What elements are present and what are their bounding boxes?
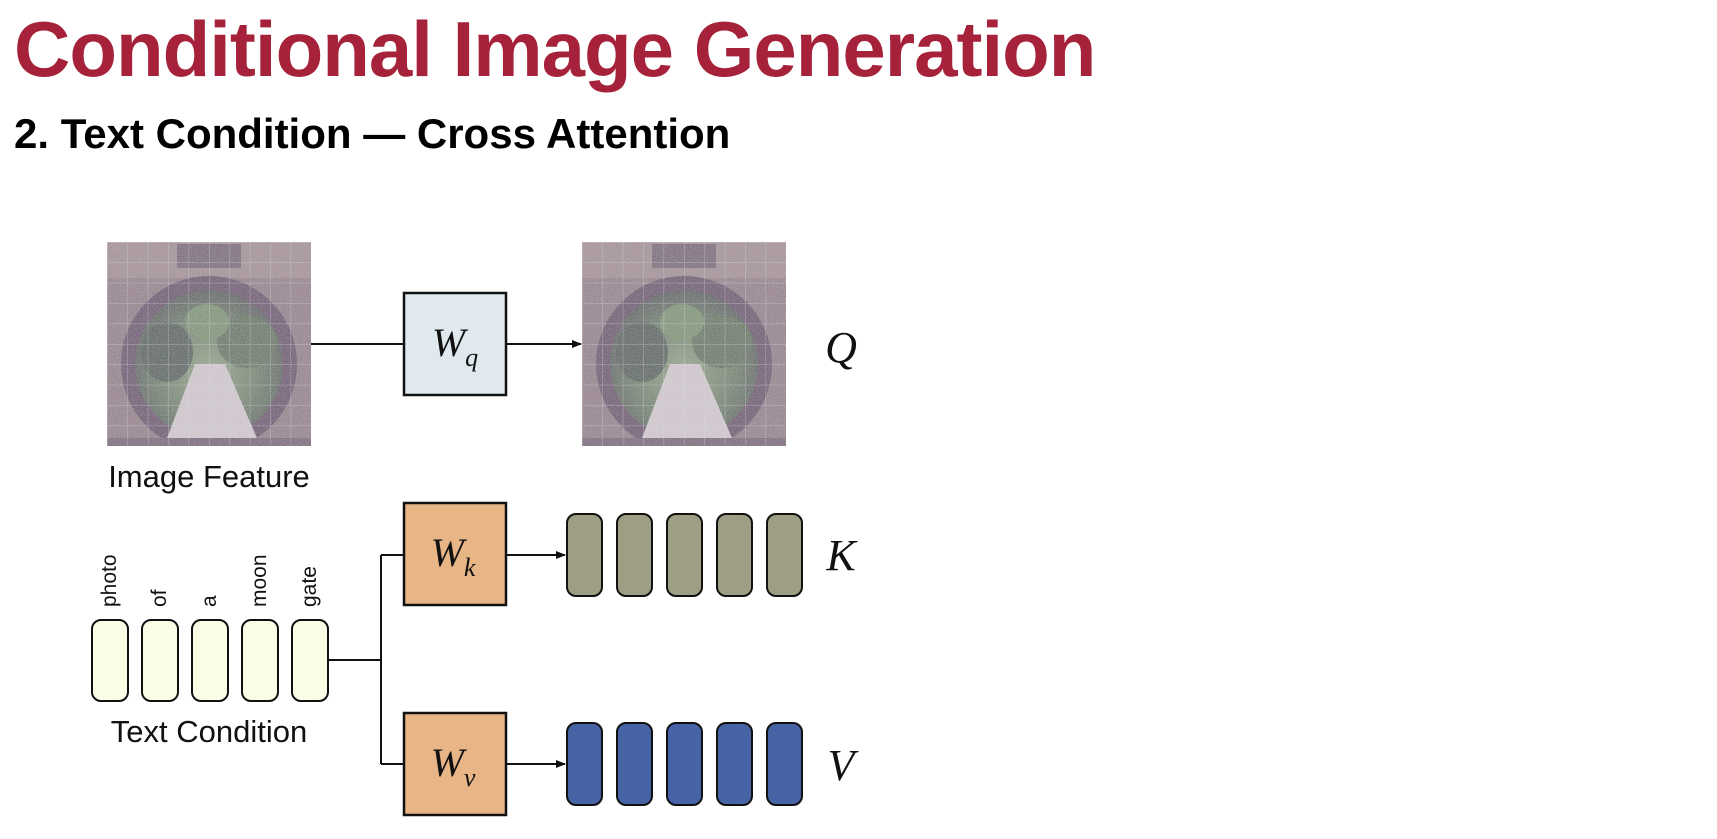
text-token-label: a [198,595,221,607]
text-token-list: photo of a moon gate [91,554,329,702]
k-output-label: K [825,531,858,580]
wv-box [402,711,508,817]
text-token-label: of [148,589,171,607]
wv-label: Wv [431,740,476,792]
key-vector-cell [766,513,803,597]
value-vector-cell [566,722,603,806]
value-vector-cell [716,722,753,806]
slide-title: Conditional Image Generation [14,5,1096,93]
wq-label: Wq [432,320,478,372]
text-condition-label: Text Condition [111,714,307,749]
q-output-label: Q [825,323,857,372]
key-vector-cell [566,513,603,597]
text-token-cell [141,619,179,702]
text-token-cell [241,619,279,702]
key-vector-cell [616,513,653,597]
wq-box [402,291,508,397]
image-feature-label: Image Feature [108,459,310,494]
wk-label: Wk [431,530,476,582]
v-output-label: V [828,741,860,790]
key-vector-cell [716,513,753,597]
text-token-label: photo [98,554,121,607]
value-vector-list [566,722,803,806]
text-token-label: gate [298,566,321,607]
value-vector-cell [616,722,653,806]
value-vector-cell [666,722,703,806]
value-vector-cell [766,722,803,806]
key-vector-cell [666,513,703,597]
text-token-label: moon [248,554,271,607]
slide-subtitle: 2. Text Condition — Cross Attention [14,110,731,157]
text-token-cell [191,619,229,702]
text-token-cell [291,619,329,702]
image-feature-thumbnail [107,242,311,446]
text-token-cell [91,619,129,702]
query-feature-thumbnail [582,242,786,446]
key-vector-list [566,513,803,597]
